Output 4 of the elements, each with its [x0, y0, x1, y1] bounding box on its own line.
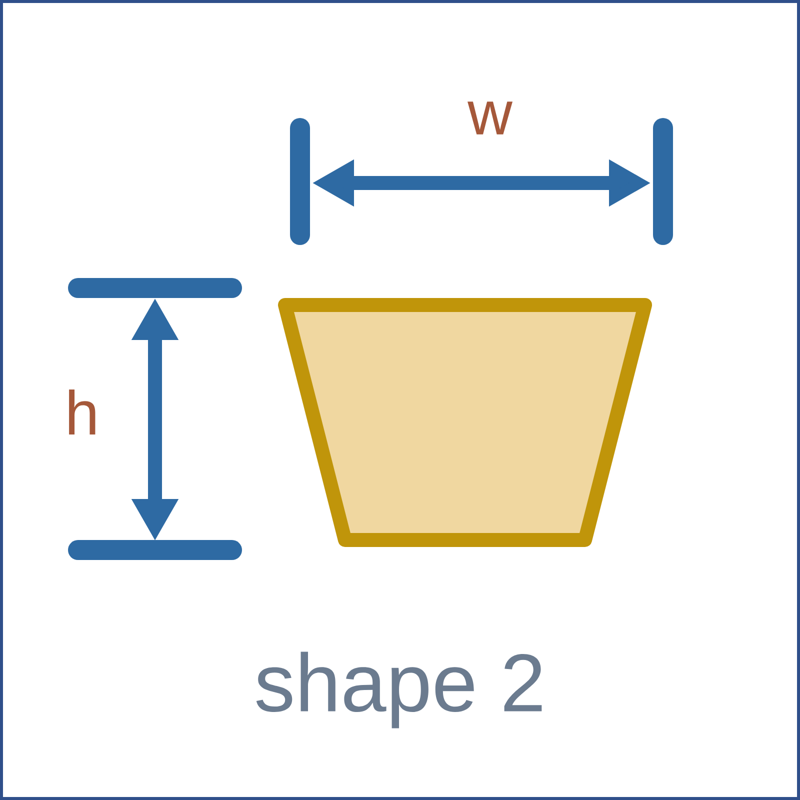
dimension-label: h — [69, 390, 96, 434]
trapezoid-shape — [278, 298, 652, 547]
dimension-label: w — [468, 102, 513, 134]
caption: shape 2 — [256, 652, 542, 728]
